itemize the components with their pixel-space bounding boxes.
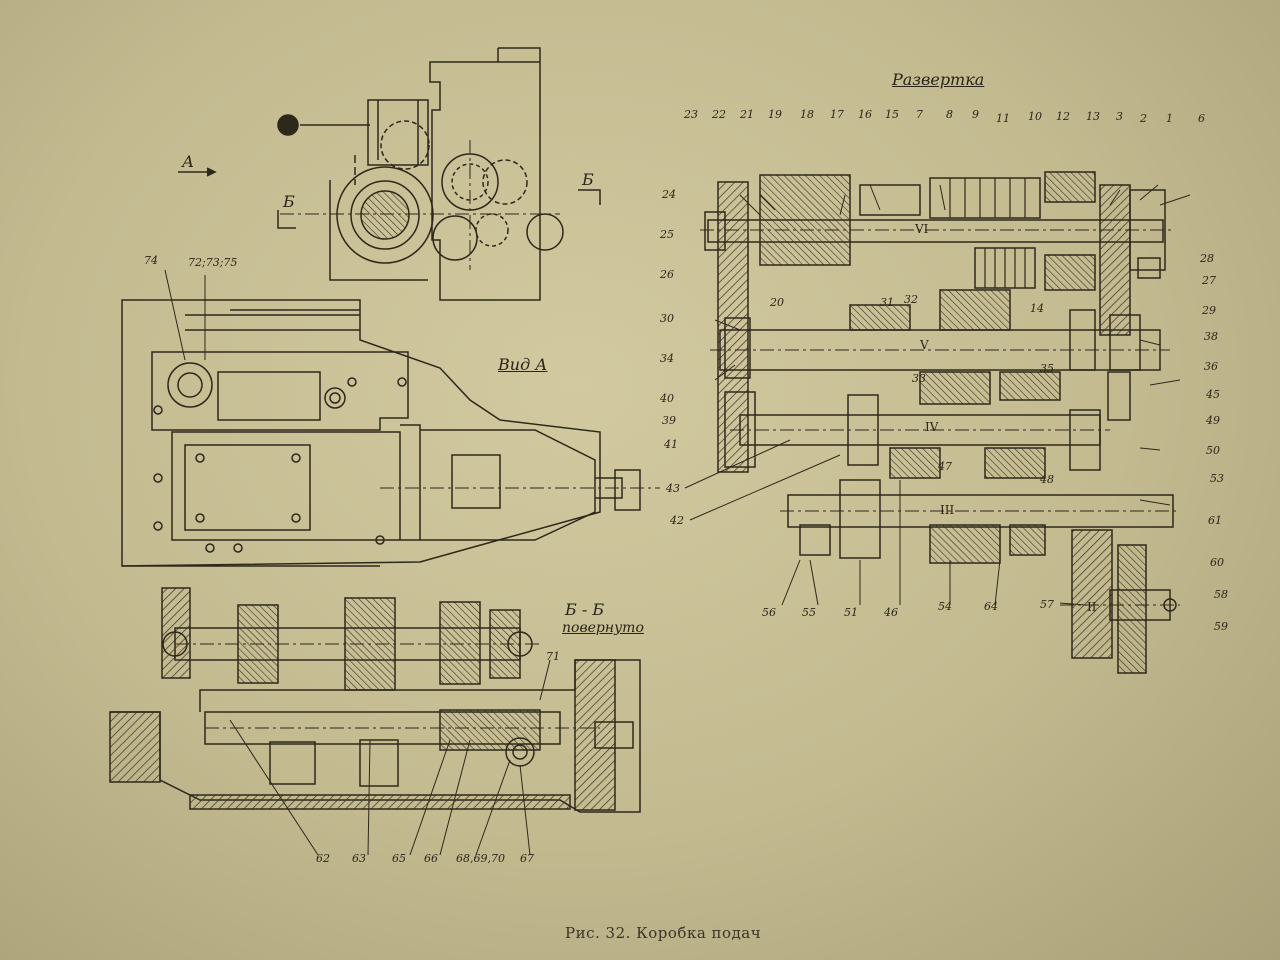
callout-35: 35 xyxy=(1040,362,1054,375)
callout-10: 10 xyxy=(1028,110,1042,123)
callout-61: 61 xyxy=(1208,514,1222,527)
callout-32: 32 xyxy=(904,293,918,306)
callout-29: 29 xyxy=(1202,304,1216,317)
callout-11: 11 xyxy=(996,112,1010,125)
arrow-a-label: А xyxy=(182,152,195,171)
callout-41: 41 xyxy=(664,438,678,451)
callout-9: 9 xyxy=(972,108,979,121)
callout-64: 64 xyxy=(984,600,998,613)
callout-15: 15 xyxy=(885,108,899,121)
callout-16: 16 xyxy=(858,108,872,121)
callout-27: 27 xyxy=(1202,274,1216,287)
callout-58: 58 xyxy=(1214,588,1228,601)
callout-30: 30 xyxy=(660,312,674,325)
callout-8: 8 xyxy=(946,108,953,121)
callout-46: 46 xyxy=(884,606,898,619)
callout-31: 31 xyxy=(880,296,894,309)
callout-19: 19 xyxy=(768,108,782,121)
shaft-label-iii: III xyxy=(940,503,955,517)
figure-caption: Рис. 32. Коробка подач xyxy=(565,924,762,942)
callout-68-70: 68,69,70 xyxy=(456,852,505,865)
callout-6: 6 xyxy=(1198,112,1205,125)
callout-55: 55 xyxy=(802,606,816,619)
title-razvertka: Развертка xyxy=(892,70,985,89)
callout-3: 3 xyxy=(1116,110,1123,123)
callout-63: 63 xyxy=(352,852,366,865)
shaft-label-ii: II xyxy=(1087,600,1097,614)
callout-18: 18 xyxy=(800,108,814,121)
callout-60: 60 xyxy=(1210,556,1224,569)
callout-65: 65 xyxy=(392,852,406,865)
callout-74: 74 xyxy=(144,254,158,267)
callout-28: 28 xyxy=(1200,252,1214,265)
arrow-b-left-label: Б xyxy=(283,192,295,211)
callout-2: 2 xyxy=(1140,112,1147,125)
callout-67: 67 xyxy=(520,852,534,865)
callout-33: 33 xyxy=(912,372,926,385)
end-view xyxy=(178,47,601,301)
shaft-vi xyxy=(707,219,1164,243)
section-bb xyxy=(109,587,641,813)
callout-47: 47 xyxy=(938,460,952,473)
callout-1: 1 xyxy=(1166,112,1173,125)
title-section-bb-note: повернуто xyxy=(562,620,644,636)
callout-71: 71 xyxy=(546,650,560,663)
arrow-b-right-label: Б xyxy=(582,170,594,189)
callout-59: 59 xyxy=(1214,620,1228,633)
shaft-label-vi: VI xyxy=(915,222,929,236)
callout-17: 17 xyxy=(830,108,844,121)
callout-49: 49 xyxy=(1206,414,1220,427)
callout-53: 53 xyxy=(1210,472,1224,485)
callout-54: 54 xyxy=(938,600,952,613)
callout-43: 43 xyxy=(666,482,680,495)
callout-45: 45 xyxy=(1206,388,1220,401)
gear-large xyxy=(336,166,434,264)
callout-13: 13 xyxy=(1086,110,1100,123)
callout-7: 7 xyxy=(916,108,923,121)
callout-66: 66 xyxy=(424,852,438,865)
callout-24: 24 xyxy=(662,188,676,201)
callout-25: 25 xyxy=(660,228,674,241)
callout-57: 57 xyxy=(1040,598,1054,611)
title-section-bb: Б - Б xyxy=(565,600,605,619)
callout-42: 42 xyxy=(670,514,684,527)
knob-74 xyxy=(167,362,213,408)
callout-14: 14 xyxy=(1030,302,1044,315)
callout-72-75: 72;73;75 xyxy=(188,256,238,269)
callout-38: 38 xyxy=(1204,330,1218,343)
callout-39: 39 xyxy=(662,414,676,427)
callout-40: 40 xyxy=(660,392,674,405)
callout-56: 56 xyxy=(762,606,776,619)
shaft-label-v: V xyxy=(920,338,929,352)
callout-22: 22 xyxy=(712,108,726,121)
callout-50: 50 xyxy=(1206,444,1220,457)
callout-34: 34 xyxy=(660,352,674,365)
unfolded-view xyxy=(684,171,1191,674)
callout-23: 23 xyxy=(684,108,698,121)
callout-26: 26 xyxy=(660,268,674,281)
callout-20: 20 xyxy=(770,296,784,309)
callout-48: 48 xyxy=(1040,473,1054,486)
callout-12: 12 xyxy=(1056,110,1070,123)
shaft-label-iv: IV xyxy=(925,420,939,434)
callout-51: 51 xyxy=(844,606,858,619)
title-vid-a: Вид А xyxy=(498,355,548,374)
callout-36: 36 xyxy=(1204,360,1218,373)
callout-62: 62 xyxy=(316,852,330,865)
view-a xyxy=(121,299,660,567)
callout-21: 21 xyxy=(740,108,754,121)
